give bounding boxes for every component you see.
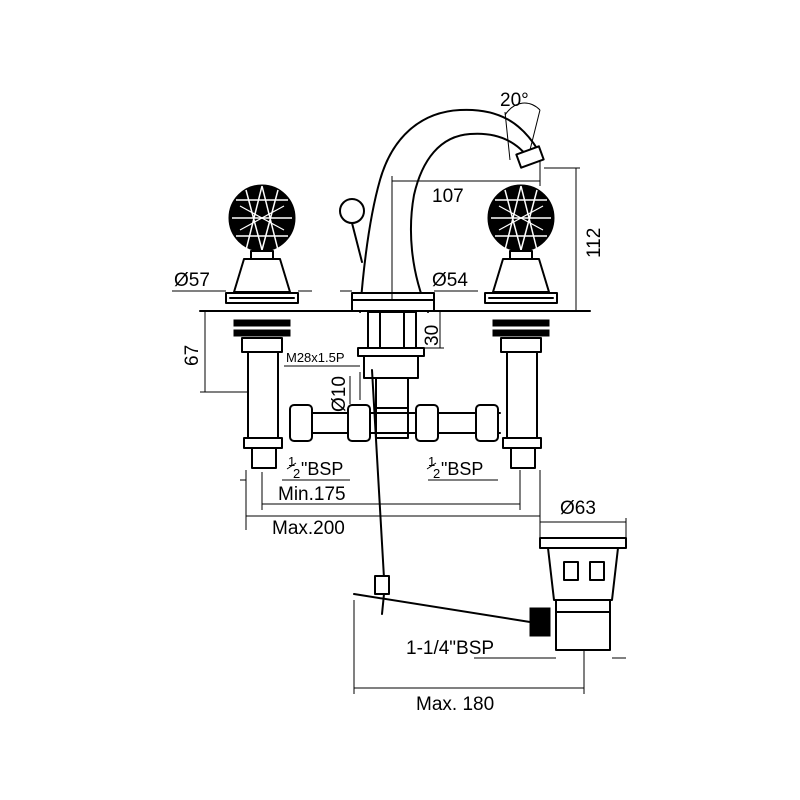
shank-height-label: 67 — [182, 345, 203, 366]
dimension-lines — [172, 102, 627, 694]
angle-label: 20° — [500, 90, 529, 111]
thread-label: M28x1.5P — [286, 350, 345, 365]
right-crystal-handle — [484, 184, 558, 304]
left-inlet-numerator: 1 — [288, 454, 295, 469]
right-inlet-numerator: 1 — [428, 454, 435, 469]
right-inlet-label: 1 2 "BSP — [426, 454, 483, 481]
spout-base-label: Ø54 — [432, 270, 468, 291]
waste-dia-label: Ø63 — [560, 498, 596, 519]
max-spread-label: Max.200 — [272, 518, 345, 539]
pop-up-waste — [529, 537, 627, 651]
left-inlet-bsp: "BSP — [301, 459, 343, 479]
left-inlet-denominator: 2 — [293, 466, 300, 481]
rod-max-label: Max. 180 — [416, 694, 494, 715]
pipe-label: Ø10 — [329, 376, 350, 412]
spout — [359, 108, 545, 313]
left-inlet-label: 1 2 "BSP — [286, 454, 343, 481]
height-label: 112 — [584, 228, 605, 258]
waste-thread-label: 1-1/4"BSP — [406, 638, 494, 659]
left-crystal-handle — [225, 184, 299, 304]
spout-base — [351, 292, 435, 312]
handle-base-label: Ø57 — [174, 270, 210, 291]
body-height-label: 30 — [422, 325, 443, 346]
lift-rod — [353, 369, 531, 623]
left-valve-body — [233, 319, 291, 469]
reach-label: 107 — [432, 186, 464, 207]
connecting-pipe — [289, 404, 501, 442]
right-valve-body — [492, 319, 550, 469]
min-spread-label: Min.175 — [278, 484, 346, 505]
right-inlet-bsp: "BSP — [441, 459, 483, 479]
lift-rod-knob — [339, 198, 365, 263]
right-inlet-denominator: 2 — [433, 466, 440, 481]
